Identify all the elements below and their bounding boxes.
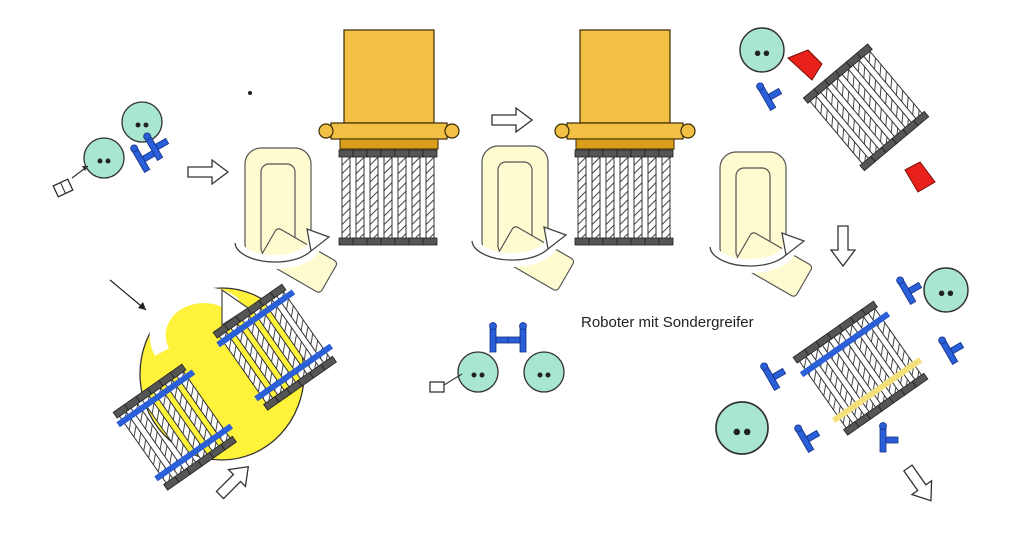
clamp-icon [879,422,899,453]
output-station [715,267,969,455]
spool-station-center [429,322,565,393]
spool-icon [523,351,565,393]
turntable-icon [109,279,337,491]
gripper-icon [554,29,696,246]
bobbin-icon [429,381,445,393]
arrow-up-right-icon [210,457,258,505]
spool-icon [715,401,769,455]
gripper-icon [318,29,460,246]
arrow-down-icon [830,225,856,267]
cutter-icon [787,49,823,81]
clamp-icon [894,269,927,306]
spool-icon [739,27,785,73]
dot-marker [248,91,252,95]
arrow-down-right-icon [897,460,942,509]
clamp-icon [489,322,509,353]
spool-station-left [52,101,174,198]
spool-icon [923,267,969,313]
arrow-right-icon [187,159,229,185]
spool-icon [83,137,125,179]
clamp-icon [792,417,825,454]
clamp-icon [754,75,787,112]
clamp-icon [758,355,791,392]
robot-arm-3 [710,151,813,297]
robot-arm-1 [235,147,338,293]
spool-icon [457,351,499,393]
arrow-right-icon [491,107,533,133]
clamp-icon [936,329,969,366]
clamp-icon [507,322,527,353]
cutter-icon [904,161,936,193]
bobbin-icon [52,178,74,198]
robot-caption: Roboter mit Sondergreifer [581,314,754,331]
spool-icon [121,101,163,143]
cutting-station [739,27,936,193]
robot-arm-2 [472,145,575,291]
